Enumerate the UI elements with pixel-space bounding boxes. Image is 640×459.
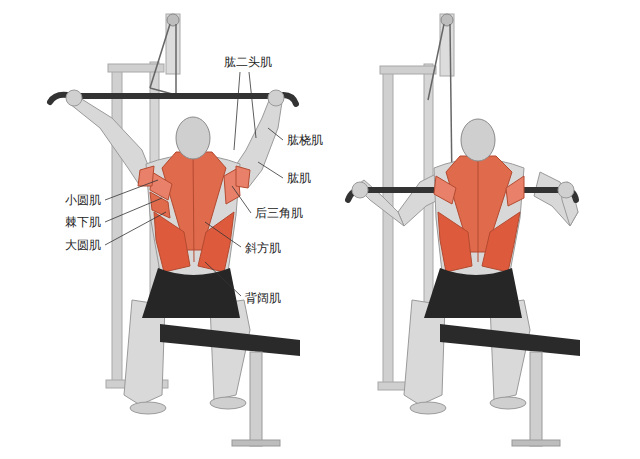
muscle-label: 斜方肌 bbox=[245, 241, 281, 255]
right-figure bbox=[348, 14, 580, 446]
left-figure bbox=[50, 14, 300, 446]
muscle-label: 肱桡肌 bbox=[287, 133, 323, 147]
muscle-label: 背阔肌 bbox=[245, 291, 281, 305]
muscle-label: 棘下肌 bbox=[65, 215, 101, 229]
muscle-label: 肱肌 bbox=[287, 171, 311, 185]
muscle-label: 大圆肌 bbox=[65, 238, 101, 252]
leader-lines bbox=[105, 72, 283, 296]
muscle-label: 后三角肌 bbox=[255, 206, 303, 220]
muscle-label: 小圆肌 bbox=[65, 193, 101, 207]
muscle-label: 肱二头肌 bbox=[224, 55, 272, 69]
